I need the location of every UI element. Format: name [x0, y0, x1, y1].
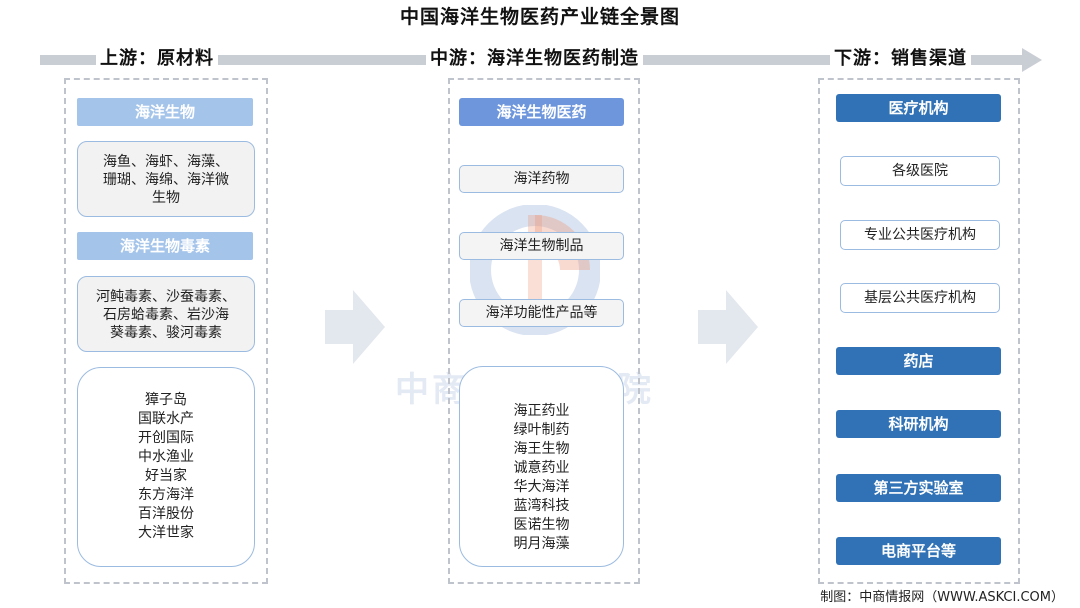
- upstream-panel: [64, 78, 268, 584]
- downstream-medical-sub: 基层公共医疗机构: [840, 283, 1000, 313]
- list-item: 海王生物: [513, 440, 570, 457]
- downstream-channel: 药店: [836, 347, 1001, 375]
- upstream-companies-box: 獐子岛 国联水产 开创国际 中水渔业 好当家 东方海洋 百洋股份 大洋世家: [77, 367, 255, 567]
- list-item: 大洋世家: [138, 525, 194, 541]
- list-item: 国联水产: [138, 411, 194, 427]
- page-title: 中国海洋生物医药产业链全景图: [399, 6, 680, 28]
- upstream-group1-line: 生物: [152, 190, 180, 206]
- midstream-panel: [448, 78, 640, 584]
- list-item: 华大海洋: [513, 478, 570, 495]
- list-item: 海正药业: [513, 402, 570, 419]
- stage-upstream-label: 上游：原材料: [96, 44, 218, 70]
- upstream-group1-header: 海洋生物: [77, 98, 253, 126]
- list-item: 明月海藻: [513, 535, 570, 552]
- upstream-group2-header: 海洋生物毒素: [77, 232, 253, 260]
- midstream-companies-box: 海正药业 绿叶制药 海王生物 诚意药业 华大海洋 蓝湾科技 医诺生物 明月海藻: [459, 366, 624, 567]
- list-item: 东方海洋: [138, 487, 194, 503]
- chevron-right-icon: [698, 290, 760, 368]
- upstream-group1-line: 珊瑚、海绵、海洋微: [103, 172, 229, 188]
- upstream-group2-line: 石房蛤毒素、岩沙海: [103, 307, 229, 323]
- downstream-panel: [818, 78, 1020, 584]
- downstream-medical-sub: 专业公共医疗机构: [840, 220, 1000, 250]
- upstream-group1-line: 海鱼、海虾、海藻、: [103, 154, 229, 170]
- source-credit: 制图：中商情报网（WWW.ASKCI.COM）: [820, 590, 1064, 605]
- list-item: 百洋股份: [138, 506, 194, 522]
- upstream-group2-line: 葵毒素、骏河毒素: [110, 325, 222, 341]
- list-item: 好当家: [145, 468, 187, 484]
- downstream-channel: 第三方实验室: [836, 474, 1001, 502]
- flow-arrow-head-icon: [1022, 48, 1042, 72]
- list-item: 诚意药业: [513, 459, 570, 476]
- list-item: 开创国际: [138, 430, 194, 446]
- list-item: 中水渔业: [138, 449, 194, 465]
- midstream-item: 海洋功能性产品等: [459, 299, 624, 327]
- chevron-right-icon: [325, 290, 387, 368]
- upstream-group2-line: 河鲀毒素、沙蚕毒素、: [96, 289, 236, 305]
- downstream-medical-header: 医疗机构: [836, 94, 1001, 122]
- stage-midstream-label: 中游：海洋生物医药制造: [426, 44, 643, 70]
- list-item: 獐子岛: [145, 392, 187, 408]
- midstream-item: 海洋药物: [459, 165, 624, 193]
- downstream-channel: 电商平台等: [836, 537, 1001, 565]
- midstream-item: 海洋生物制品: [459, 232, 624, 260]
- list-item: 医诺生物: [513, 516, 570, 533]
- stage-downstream-label: 下游：销售渠道: [830, 44, 971, 70]
- list-item: 蓝湾科技: [513, 497, 570, 514]
- upstream-group1-box: 海鱼、海虾、海藻、 珊瑚、海绵、海洋微 生物: [77, 141, 255, 217]
- upstream-group2-box: 河鲀毒素、沙蚕毒素、 石房蛤毒素、岩沙海 葵毒素、骏河毒素: [77, 276, 255, 352]
- list-item: 绿叶制药: [513, 421, 570, 438]
- midstream-header: 海洋生物医药: [459, 98, 624, 126]
- downstream-medical-sub: 各级医院: [840, 156, 1000, 186]
- downstream-channel: 科研机构: [836, 410, 1001, 438]
